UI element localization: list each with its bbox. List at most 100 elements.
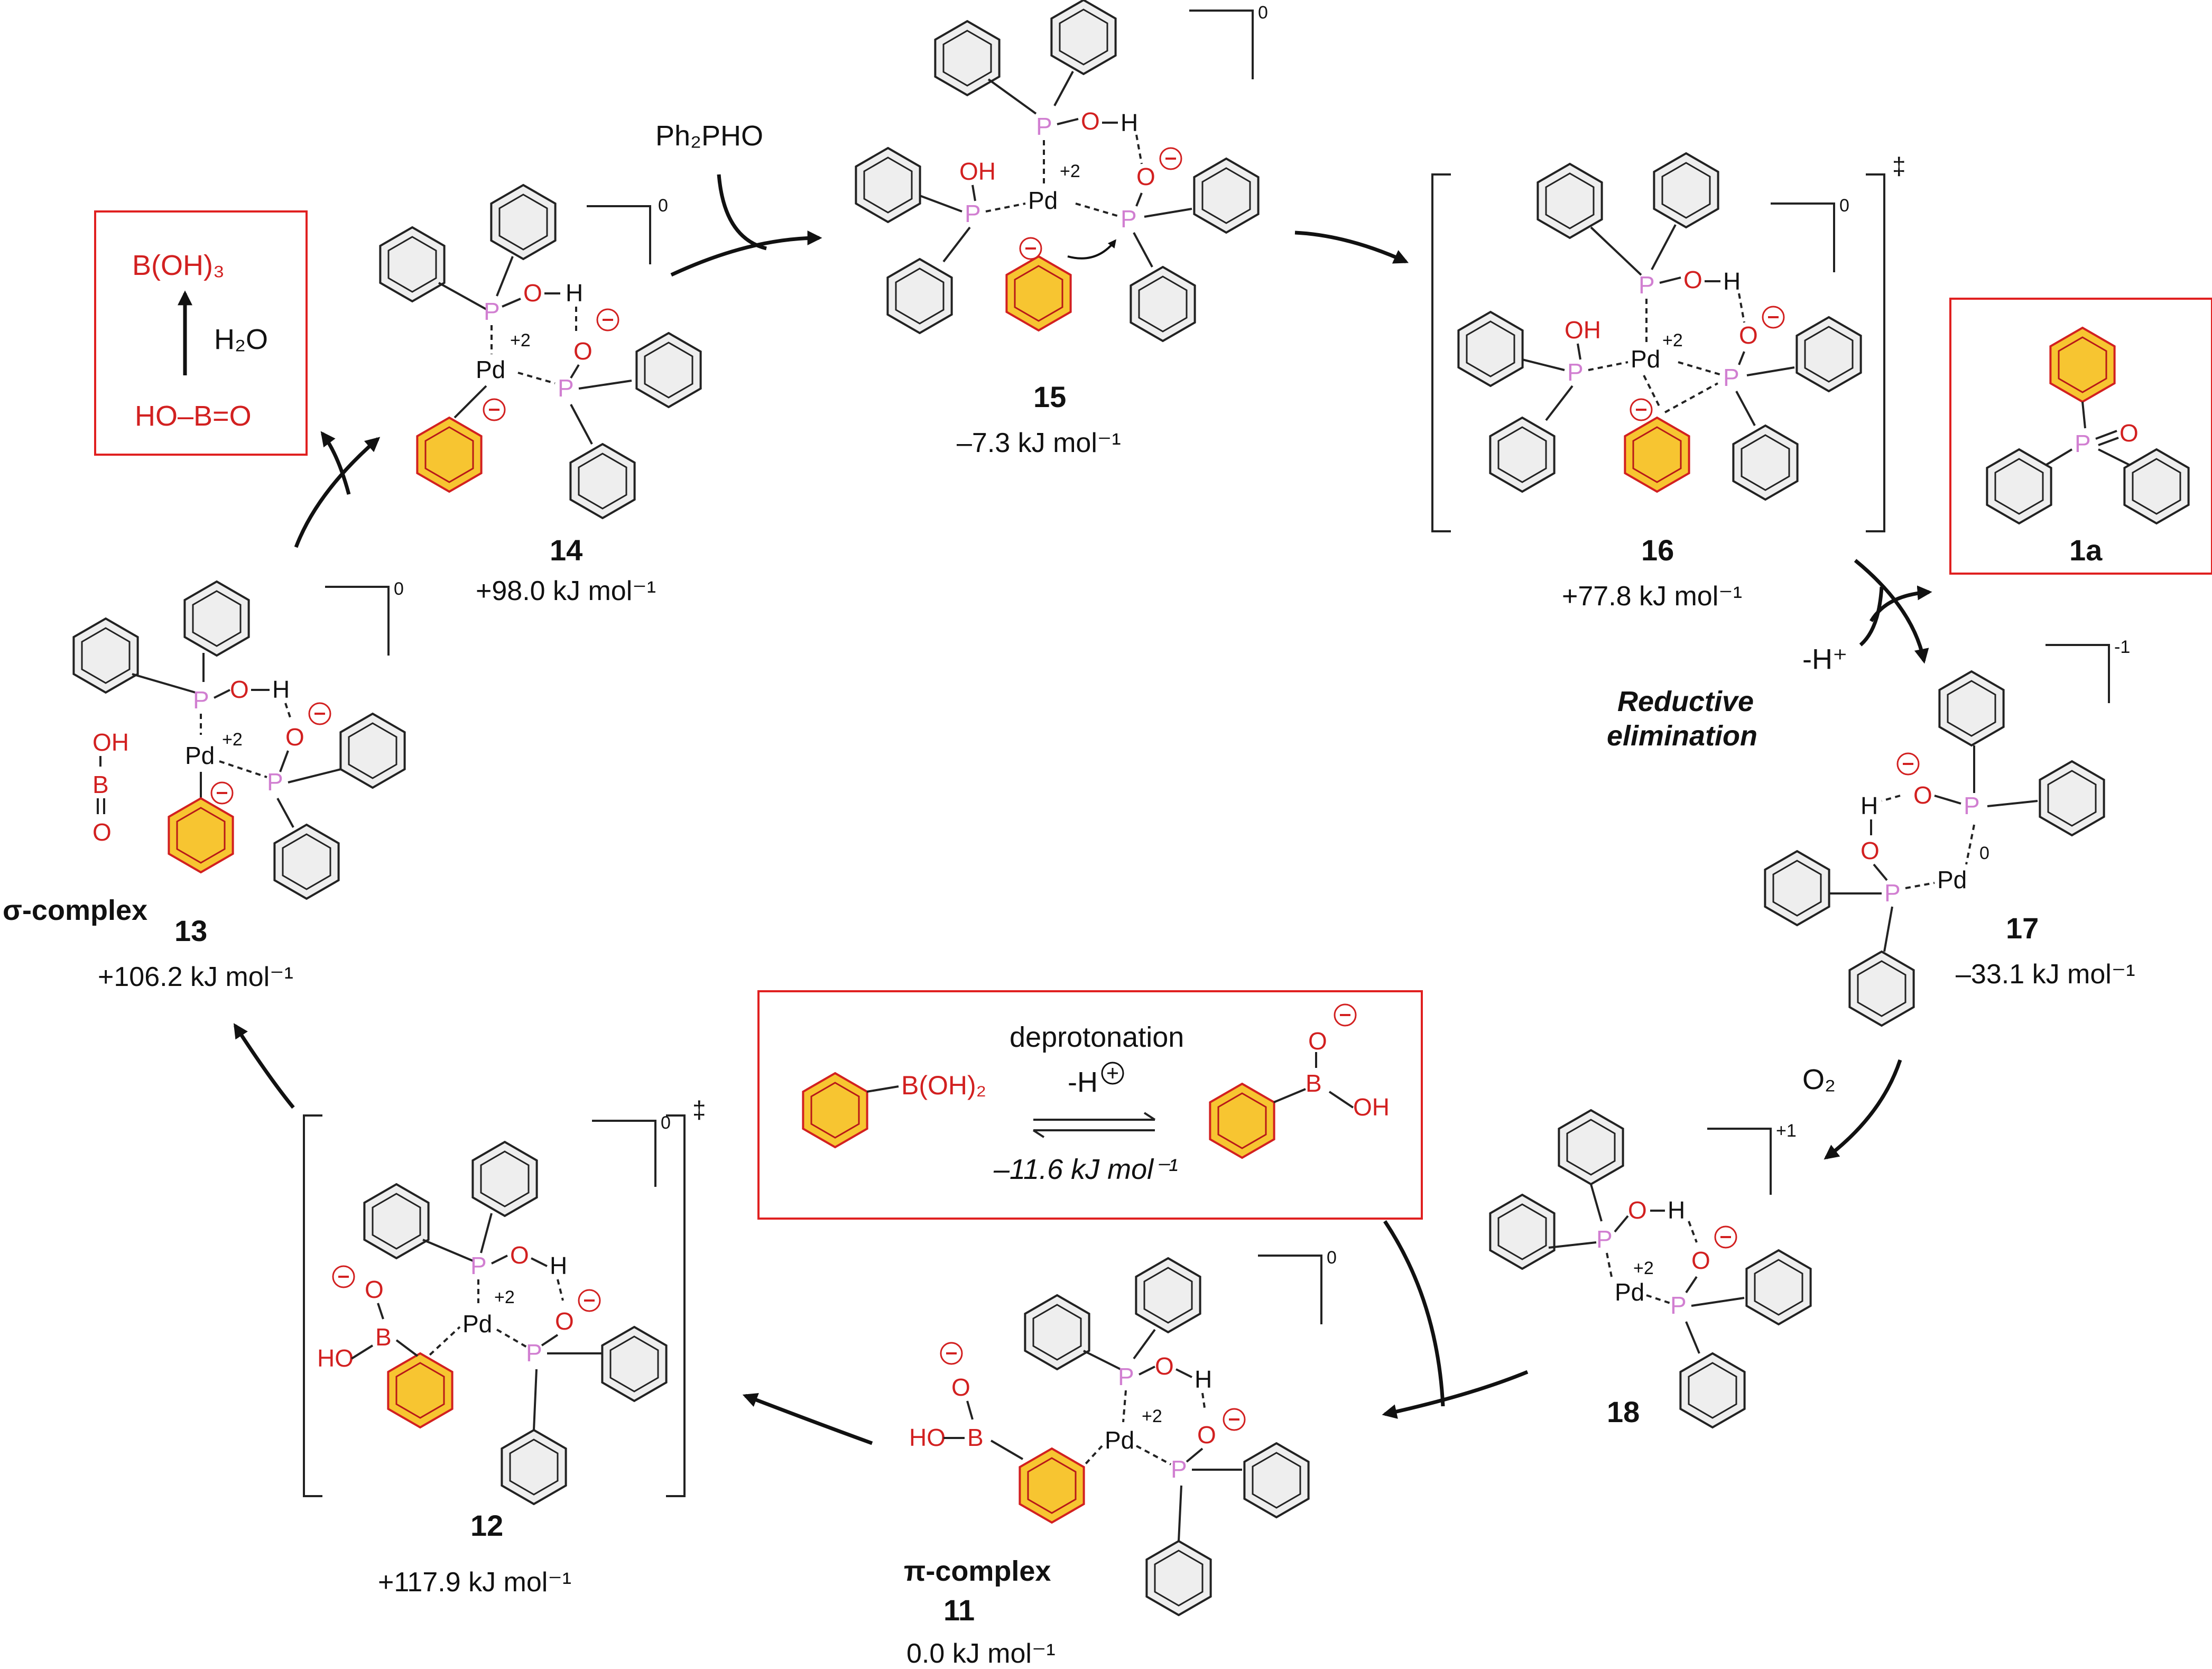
arrow-13-to-14 bbox=[294, 437, 381, 548]
metaboric-acid-text: HO–B=O bbox=[135, 400, 252, 432]
bracket bbox=[1258, 1255, 1322, 1324]
charge-label: 0 bbox=[1258, 3, 1268, 23]
label-1a: 1a bbox=[2069, 533, 2103, 567]
label-13: 13 bbox=[174, 914, 207, 947]
o-atom: O bbox=[365, 1276, 384, 1303]
pd-atom: Pd bbox=[476, 356, 505, 383]
boronate-anion: B O OH bbox=[1209, 1003, 1390, 1159]
pd-charge: +2 bbox=[510, 330, 531, 351]
phenyl-ring bbox=[802, 1072, 868, 1148]
o-atom: O bbox=[1628, 1196, 1647, 1224]
ph2pho-entry-curve bbox=[717, 174, 767, 251]
p-atom: P bbox=[1884, 879, 1901, 907]
h-atom: H bbox=[550, 1252, 567, 1279]
pd-charge: +2 bbox=[1142, 1406, 1162, 1426]
energy-11: 0.0 kJ mol⁻¹ bbox=[906, 1638, 1056, 1669]
b-atom: B bbox=[375, 1323, 392, 1351]
deprotonation-title: deprotonation bbox=[1010, 1021, 1184, 1053]
bracket bbox=[1707, 1128, 1772, 1195]
o-atom: O bbox=[1913, 781, 1932, 809]
label-16: 16 bbox=[1641, 533, 1674, 567]
arrow-15-to-16 bbox=[1294, 230, 1409, 264]
boric-acid-text: B(OH)₃ bbox=[132, 250, 225, 281]
b-atom: B bbox=[1306, 1069, 1322, 1097]
ho-group: HO bbox=[317, 1344, 354, 1372]
o-atom: O bbox=[555, 1307, 574, 1335]
bracket bbox=[1189, 10, 1254, 79]
dagger: ‡ bbox=[692, 1096, 706, 1123]
ts-bracket-right bbox=[666, 1114, 686, 1497]
o-atom: O bbox=[2120, 419, 2139, 447]
energy-14: +98.0 kJ mol⁻¹ bbox=[476, 576, 656, 606]
charge-label: 0 bbox=[661, 1113, 671, 1133]
pd-atom: Pd bbox=[1631, 345, 1660, 373]
type-11: π-complex bbox=[904, 1555, 1051, 1587]
p-atom: P bbox=[1639, 271, 1655, 299]
species-12: P O H +2 Pd O P B O HO bbox=[317, 1141, 668, 1505]
h-atom: H bbox=[1121, 109, 1138, 136]
product-box bbox=[1949, 298, 2212, 575]
charge-label: 0 bbox=[394, 579, 404, 599]
h-atom: H bbox=[272, 676, 290, 703]
elimination-label: elimination bbox=[1607, 720, 1757, 752]
deprotonation-box bbox=[757, 990, 1423, 1220]
o-atom: O bbox=[951, 1373, 970, 1401]
arrow-11-to-12 bbox=[742, 1393, 873, 1445]
o-atom: O bbox=[523, 279, 542, 307]
pd-charge: +2 bbox=[1633, 1258, 1654, 1278]
o-atom: O bbox=[1691, 1247, 1710, 1274]
energy-16: +77.8 kJ mol⁻¹ bbox=[1562, 581, 1742, 612]
bracket bbox=[325, 586, 390, 656]
ph2pho-label: Ph₂PHO bbox=[655, 120, 763, 152]
p-atom: P bbox=[1121, 205, 1137, 233]
energy-15: –7.3 kJ mol⁻¹ bbox=[957, 428, 1121, 458]
p-atom: P bbox=[1171, 1455, 1187, 1483]
oxygen-label: O₂ bbox=[1802, 1064, 1836, 1095]
b-atom: B bbox=[967, 1424, 984, 1451]
pd-atom: Pd bbox=[462, 1310, 492, 1338]
bracket bbox=[2046, 644, 2110, 703]
energy-13: +106.2 kJ mol⁻¹ bbox=[98, 962, 293, 992]
proton-loss-label: -H⁺ bbox=[1802, 643, 1847, 675]
p-atom: P bbox=[193, 686, 209, 714]
p-atom: P bbox=[1723, 364, 1739, 391]
o-atom: O bbox=[1155, 1352, 1174, 1380]
oh-group: OH bbox=[1565, 316, 1601, 344]
o-atom: O bbox=[1136, 163, 1155, 190]
ts-bracket-left bbox=[303, 1114, 322, 1497]
oh-group: OH bbox=[1353, 1093, 1390, 1121]
p-atom: P bbox=[526, 1339, 542, 1367]
label-17: 17 bbox=[2006, 911, 2039, 945]
species-17: P O H O P Pd 0 bbox=[1764, 670, 2105, 1027]
p-atom: P bbox=[1964, 792, 1980, 819]
deprotonation-proton: -H bbox=[1068, 1066, 1098, 1098]
o-atom: O bbox=[285, 723, 304, 751]
o-atom: O bbox=[1683, 266, 1702, 293]
bracket bbox=[592, 1120, 656, 1187]
p-atom: P bbox=[470, 1252, 487, 1279]
p-atom: P bbox=[1596, 1225, 1613, 1253]
pd-charge: +2 bbox=[494, 1287, 515, 1307]
charge-label: 0 bbox=[658, 196, 668, 216]
charge-label: -1 bbox=[2114, 637, 2130, 657]
ho-group: HO bbox=[909, 1424, 946, 1451]
water-label: H₂O bbox=[214, 324, 268, 355]
label-14: 14 bbox=[550, 533, 582, 567]
dagger: ‡ bbox=[1892, 152, 1906, 180]
pd-charge: +2 bbox=[1662, 330, 1683, 351]
oh-group: OH bbox=[959, 158, 996, 185]
o-atom: O bbox=[1739, 321, 1758, 349]
o-atom: O bbox=[1308, 1027, 1327, 1055]
h-atom: H bbox=[1723, 268, 1741, 295]
o-atom: O bbox=[1197, 1421, 1216, 1449]
label-15: 15 bbox=[1033, 380, 1066, 413]
charge-label: +1 bbox=[1776, 1121, 1797, 1141]
label-18: 18 bbox=[1607, 1395, 1640, 1428]
o-atom: O bbox=[230, 676, 249, 703]
p-atom: P bbox=[484, 298, 500, 325]
pd-charge: +2 bbox=[1060, 161, 1080, 181]
arrow-18-to-11 bbox=[1382, 1370, 1529, 1419]
label-11: 11 bbox=[943, 1593, 975, 1627]
p-atom: P bbox=[2075, 430, 2091, 457]
